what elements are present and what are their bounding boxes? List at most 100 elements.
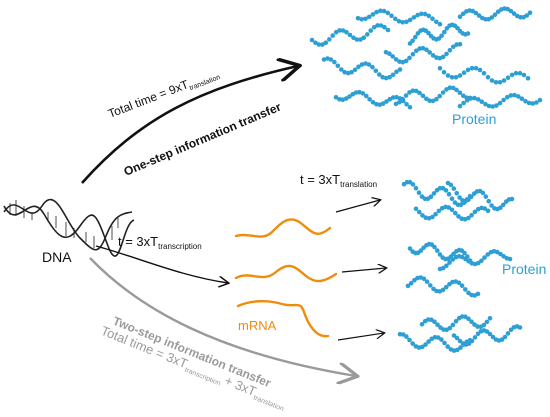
- protein-bead: [517, 70, 523, 76]
- protein-bead: [476, 13, 482, 18]
- protein-bead: [457, 41, 463, 47]
- protein-bead: [408, 280, 414, 286]
- protein-bead: [465, 31, 471, 36]
- protein-bead: [489, 15, 495, 20]
- protein-bead: [410, 51, 416, 57]
- protein-bead: [313, 40, 318, 46]
- one-step-arrow: [81, 66, 298, 184]
- protein-bead: [427, 98, 432, 103]
- protein-bead: [389, 13, 394, 18]
- protein-bead: [432, 319, 437, 325]
- protein-bead: [450, 85, 456, 91]
- protein-bead: [486, 103, 492, 109]
- protein-bead: [439, 33, 444, 39]
- protein-bead: [505, 94, 510, 100]
- protein-bead: [489, 78, 495, 83]
- protein-bead: [431, 191, 437, 196]
- protein-bead: [333, 95, 339, 100]
- protein-bead: [387, 96, 393, 102]
- protein-bead: [445, 344, 451, 349]
- protein-bead: [454, 87, 459, 93]
- protein-bead: [354, 37, 360, 42]
- protein-bead: [371, 25, 377, 30]
- svg-text:Total time = 3xTtranscription+: Total time = 3xTtranscription+ 3xTtransl…: [98, 323, 288, 413]
- protein-bead: [454, 335, 460, 341]
- protein-bead: [378, 8, 383, 14]
- protein-bead: [420, 213, 425, 218]
- protein-bead: [440, 90, 446, 95]
- protein-bead: [393, 57, 399, 62]
- protein-bead: [424, 279, 430, 285]
- protein-bead: [352, 67, 358, 73]
- protein-bead: [511, 11, 517, 16]
- protein-bead: [430, 98, 436, 104]
- protein-bead: [356, 64, 361, 70]
- protein-bead: [411, 15, 417, 20]
- protein-bead: [358, 37, 363, 42]
- protein-bead: [328, 57, 334, 62]
- protein-bead: [475, 291, 481, 297]
- protein-bead: [347, 32, 353, 38]
- protein-bead: [479, 258, 484, 264]
- protein-bead: [421, 276, 427, 282]
- protein-bead: [323, 40, 329, 45]
- protein-bead: [333, 30, 339, 35]
- protein-bead: [321, 57, 327, 62]
- protein-bead: [394, 69, 399, 75]
- two-step-total-sub1: transcription: [184, 367, 222, 388]
- protein-bead: [370, 64, 375, 70]
- protein-bead: [430, 16, 435, 22]
- protein-bead: [466, 341, 472, 346]
- translation-sub: translation: [340, 180, 377, 189]
- protein-bead: [448, 182, 454, 188]
- protein-bead: [512, 92, 517, 98]
- protein-bead: [458, 345, 463, 350]
- protein-bead: [393, 16, 398, 22]
- protein-bead: [442, 340, 447, 346]
- protein-bead: [523, 98, 528, 104]
- protein-bead: [499, 337, 505, 342]
- protein-bead: [374, 9, 379, 15]
- protein-bead: [495, 9, 501, 14]
- protein-bead: [454, 190, 460, 196]
- protein-bead: [437, 93, 443, 99]
- protein-bead: [400, 96, 406, 102]
- translation-time: t = 3xTtranslation: [300, 172, 377, 189]
- protein-chains: [309, 6, 543, 353]
- protein-bead: [343, 96, 349, 101]
- protein-bead: [475, 260, 481, 266]
- transcription-time: t = 3xTtranscription: [118, 234, 202, 251]
- protein-bead: [444, 51, 449, 57]
- protein-bead: [387, 51, 392, 56]
- protein-bead: [451, 186, 457, 191]
- protein-bead: [524, 13, 530, 18]
- protein-bead: [456, 280, 462, 286]
- protein-bead: [361, 35, 367, 40]
- two-step-total-sub2: translation: [252, 394, 285, 413]
- protein-bead: [420, 93, 426, 99]
- protein-bead: [413, 206, 419, 212]
- protein-bead: [457, 103, 463, 109]
- protein-bead: [444, 263, 449, 269]
- protein-bead: [430, 53, 436, 58]
- protein-bead: [413, 34, 418, 40]
- protein-bead: [316, 42, 322, 47]
- protein-bead: [424, 47, 429, 52]
- protein-bead: [417, 46, 422, 51]
- protein-bead: [366, 14, 372, 20]
- protein-bead: [459, 283, 465, 289]
- protein-bead: [482, 255, 487, 260]
- protein-bead: [469, 338, 475, 344]
- protein-bead: [359, 17, 365, 22]
- protein-bead: [469, 319, 474, 325]
- protein-bead: [451, 44, 456, 50]
- protein-bead: [390, 95, 396, 100]
- protein-bead: [487, 331, 493, 337]
- one-step-title: One-step information transfer: [122, 100, 284, 179]
- protein-bead: [407, 17, 413, 23]
- protein-bead: [430, 214, 435, 220]
- protein-bead: [407, 105, 413, 110]
- protein-label-top: Protein: [452, 111, 496, 127]
- protein-bead: [457, 73, 463, 78]
- protein-bead: [485, 252, 491, 257]
